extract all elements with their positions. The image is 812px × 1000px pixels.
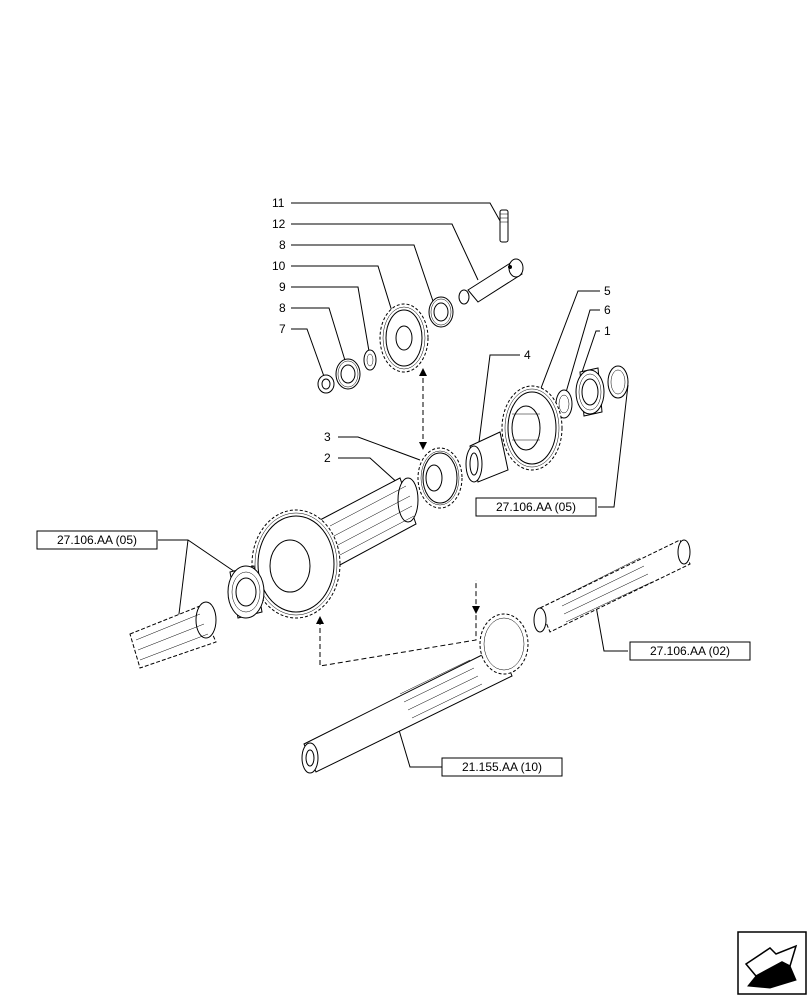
- spacer-part-7: [317, 374, 335, 394]
- bolt-part-11: [499, 209, 509, 243]
- callout-8-upper: 8: [279, 238, 286, 252]
- retaining-ring: [607, 365, 629, 399]
- callout-11: 11: [272, 196, 285, 210]
- callout-12: 12: [272, 217, 286, 231]
- sleeve-part-4: [465, 431, 509, 483]
- pin-part-12: [458, 258, 524, 305]
- leader-lines: [158, 202, 629, 768]
- callout-5: 5: [604, 284, 611, 298]
- callout-8-lower: 8: [279, 301, 286, 315]
- callout-labels: 11 12 8 10 9 8 7 5 6 1 4 3 2: [272, 196, 611, 465]
- callout-10: 10: [272, 259, 286, 273]
- needle-bearing-part-8-upper: [428, 296, 454, 328]
- callout-3: 3: [324, 430, 331, 444]
- ref-box-bearing-right[interactable]: 27.106.AA (05): [475, 497, 597, 517]
- callout-7: 7: [279, 322, 286, 336]
- ref-label-bearing-right[interactable]: 27.106.AA (05): [496, 500, 576, 514]
- callout-4: 4: [524, 348, 531, 362]
- bearing-part-1: [575, 367, 605, 417]
- gear-part-10: [379, 303, 429, 373]
- gear-part-3: [417, 447, 463, 509]
- next-page-arrow-icon[interactable]: [737, 931, 807, 995]
- ref-box-shaft-bottom[interactable]: 21.155.AA (10): [441, 757, 563, 777]
- callout-1: 1: [604, 324, 611, 338]
- gear-part-5: [501, 385, 563, 471]
- callout-2: 2: [324, 451, 331, 465]
- needle-bearing-part-8-lower: [335, 358, 361, 390]
- bearing-left: [227, 565, 265, 619]
- snap-ring-part-9: [363, 349, 377, 371]
- callout-9: 9: [279, 280, 286, 294]
- ref-label-shaft-bottom[interactable]: 21.155.AA (10): [462, 760, 542, 774]
- shaft-left-partial: [129, 601, 217, 669]
- ref-label-bearing-left[interactable]: 27.106.AA (05): [57, 533, 137, 547]
- shaft-right-long: [533, 539, 691, 633]
- ref-label-shaft-right[interactable]: 27.106.AA (02): [650, 644, 730, 658]
- assembly-lines: [316, 368, 480, 667]
- ref-box-bearing-left[interactable]: 27.106.AA (05): [36, 530, 158, 550]
- ref-box-shaft-right[interactable]: 27.106.AA (02): [629, 641, 751, 661]
- callout-6: 6: [604, 303, 611, 317]
- shaft-part-2: [251, 477, 419, 619]
- shaft-bottom: [301, 613, 529, 774]
